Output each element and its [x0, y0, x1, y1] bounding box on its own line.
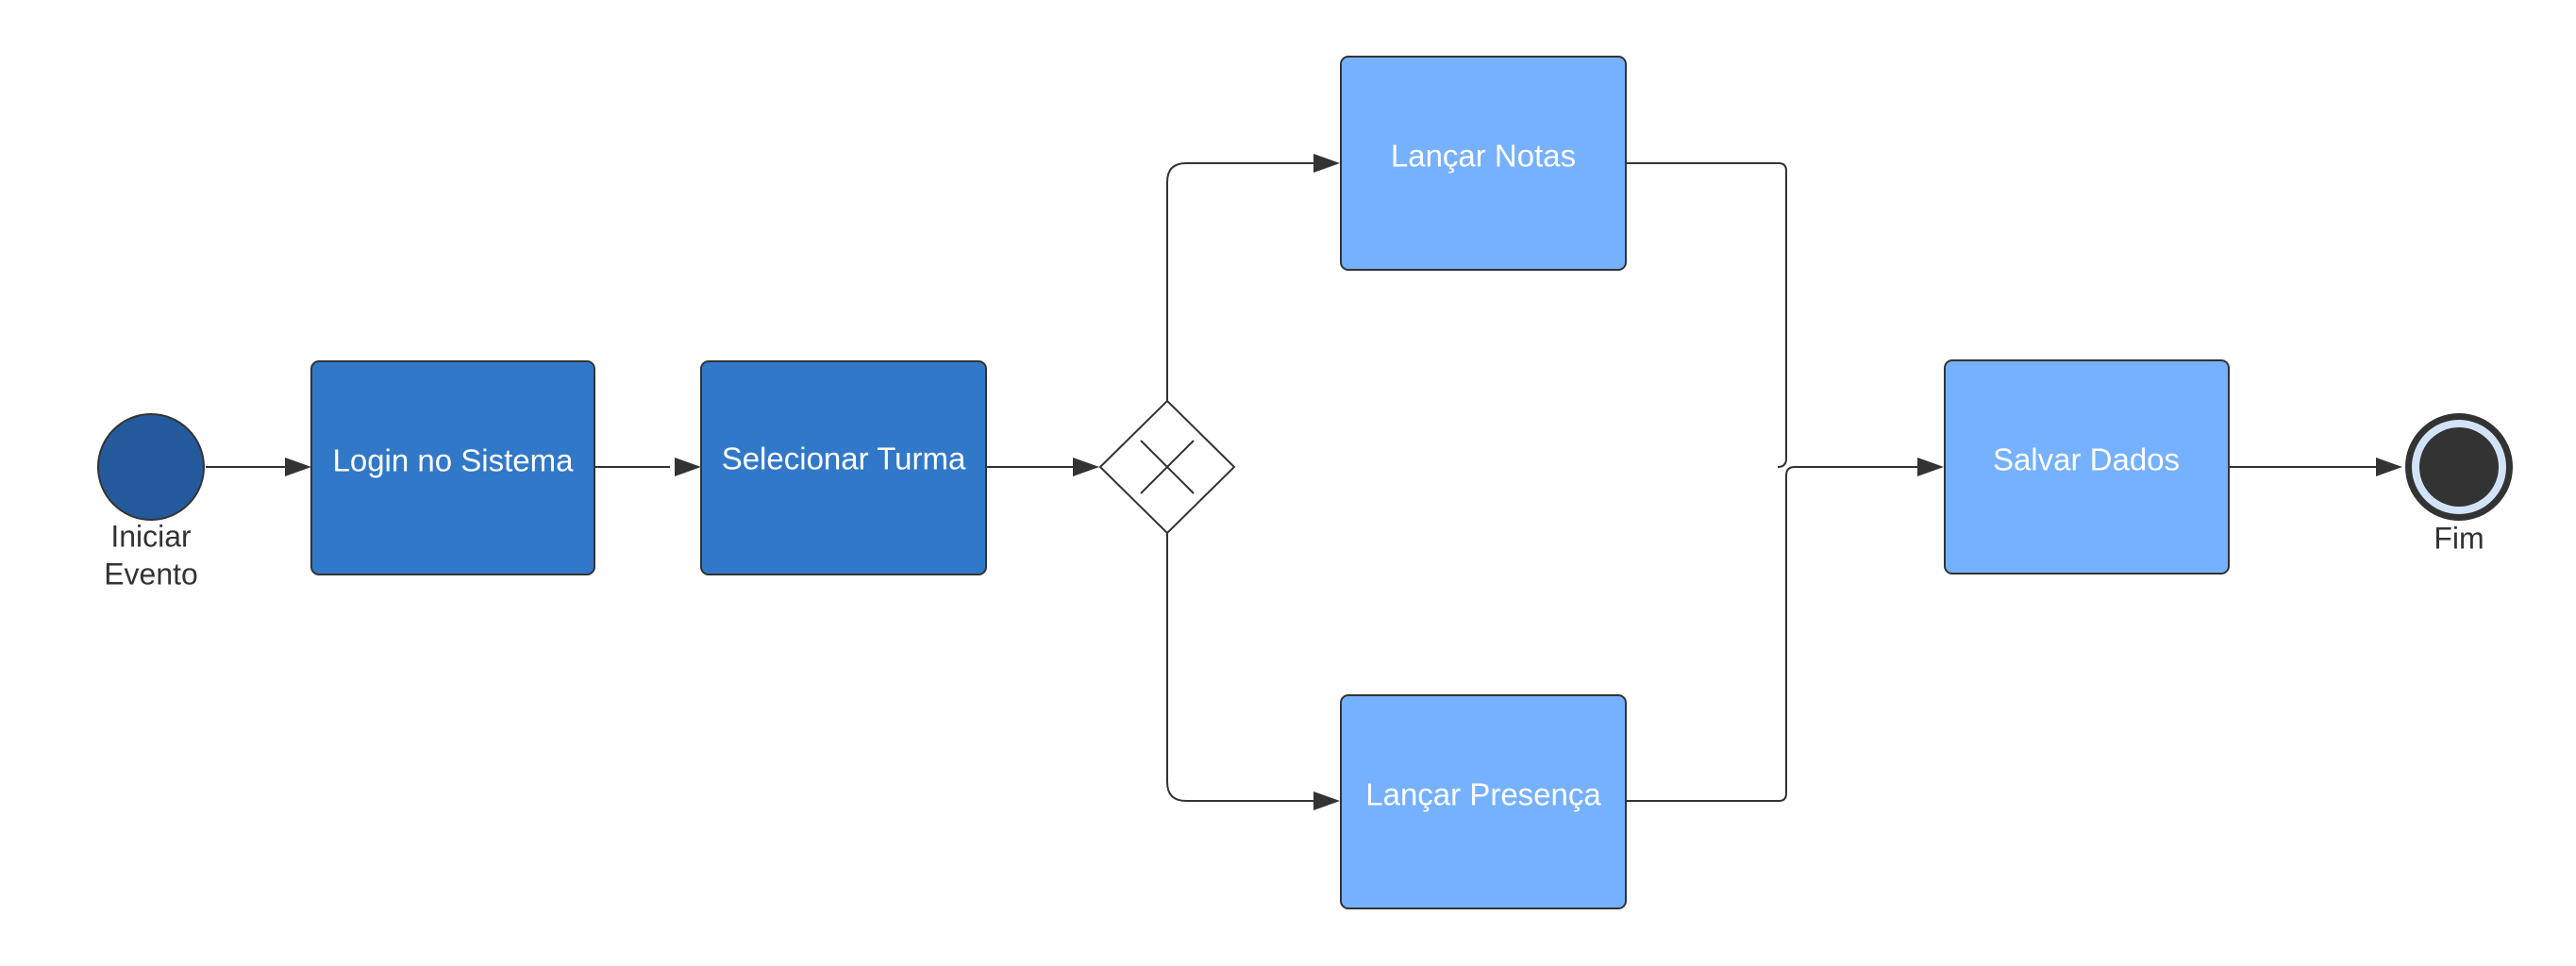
task-attendance-label: Lançar Presença [1365, 777, 1601, 812]
arrowhead-icon [1313, 154, 1340, 173]
task-login[interactable]: Login no Sistema [310, 360, 595, 575]
task-save-box [1944, 359, 2230, 575]
task-login-label: Login no Sistema [333, 443, 575, 478]
connectors [206, 154, 2402, 810]
task-select-class[interactable]: Selecionar Turma [700, 360, 987, 575]
end-event-label: Fim [2434, 521, 2484, 555]
start-event-icon [97, 413, 205, 521]
start-event[interactable]: Iniciar Evento [97, 413, 205, 591]
task-select-class-label: Selecionar Turma [722, 441, 966, 476]
task-attendance-box [1340, 694, 1627, 909]
task-save[interactable]: Salvar Dados [1944, 359, 2230, 575]
exclusive-gateway[interactable] [1098, 399, 1236, 535]
task-grades-label: Lançar Notas [1391, 139, 1576, 174]
end-event[interactable]: Fim [2405, 413, 2513, 555]
task-select-class-box [700, 360, 987, 575]
arrowhead-icon [1073, 458, 1099, 476]
arrowhead-icon [1917, 458, 1944, 476]
arrowhead-icon [1313, 791, 1340, 810]
start-event-label-line2: Evento [104, 557, 198, 591]
start-event-label-line1: Iniciar [110, 519, 192, 553]
edge-attendance-to-save [1626, 466, 1918, 802]
exclusive-gateway-x-icon [1140, 440, 1195, 494]
task-grades[interactable]: Lançar Notas [1340, 56, 1627, 271]
task-attendance[interactable]: Lançar Presença [1340, 694, 1627, 909]
task-grades-box [1340, 56, 1627, 271]
arrowhead-icon [285, 458, 311, 476]
task-login-box [310, 360, 595, 575]
arrowhead-icon [2376, 458, 2402, 476]
arrowhead-icon [675, 458, 701, 476]
edge-gateway-to-grades [1166, 162, 1314, 401]
task-save-label: Salvar Dados [1993, 442, 2180, 477]
end-event-icon [2419, 427, 2499, 507]
edge-grades-to-save [1626, 162, 1787, 468]
edge-gateway-to-attendance [1166, 533, 1314, 802]
